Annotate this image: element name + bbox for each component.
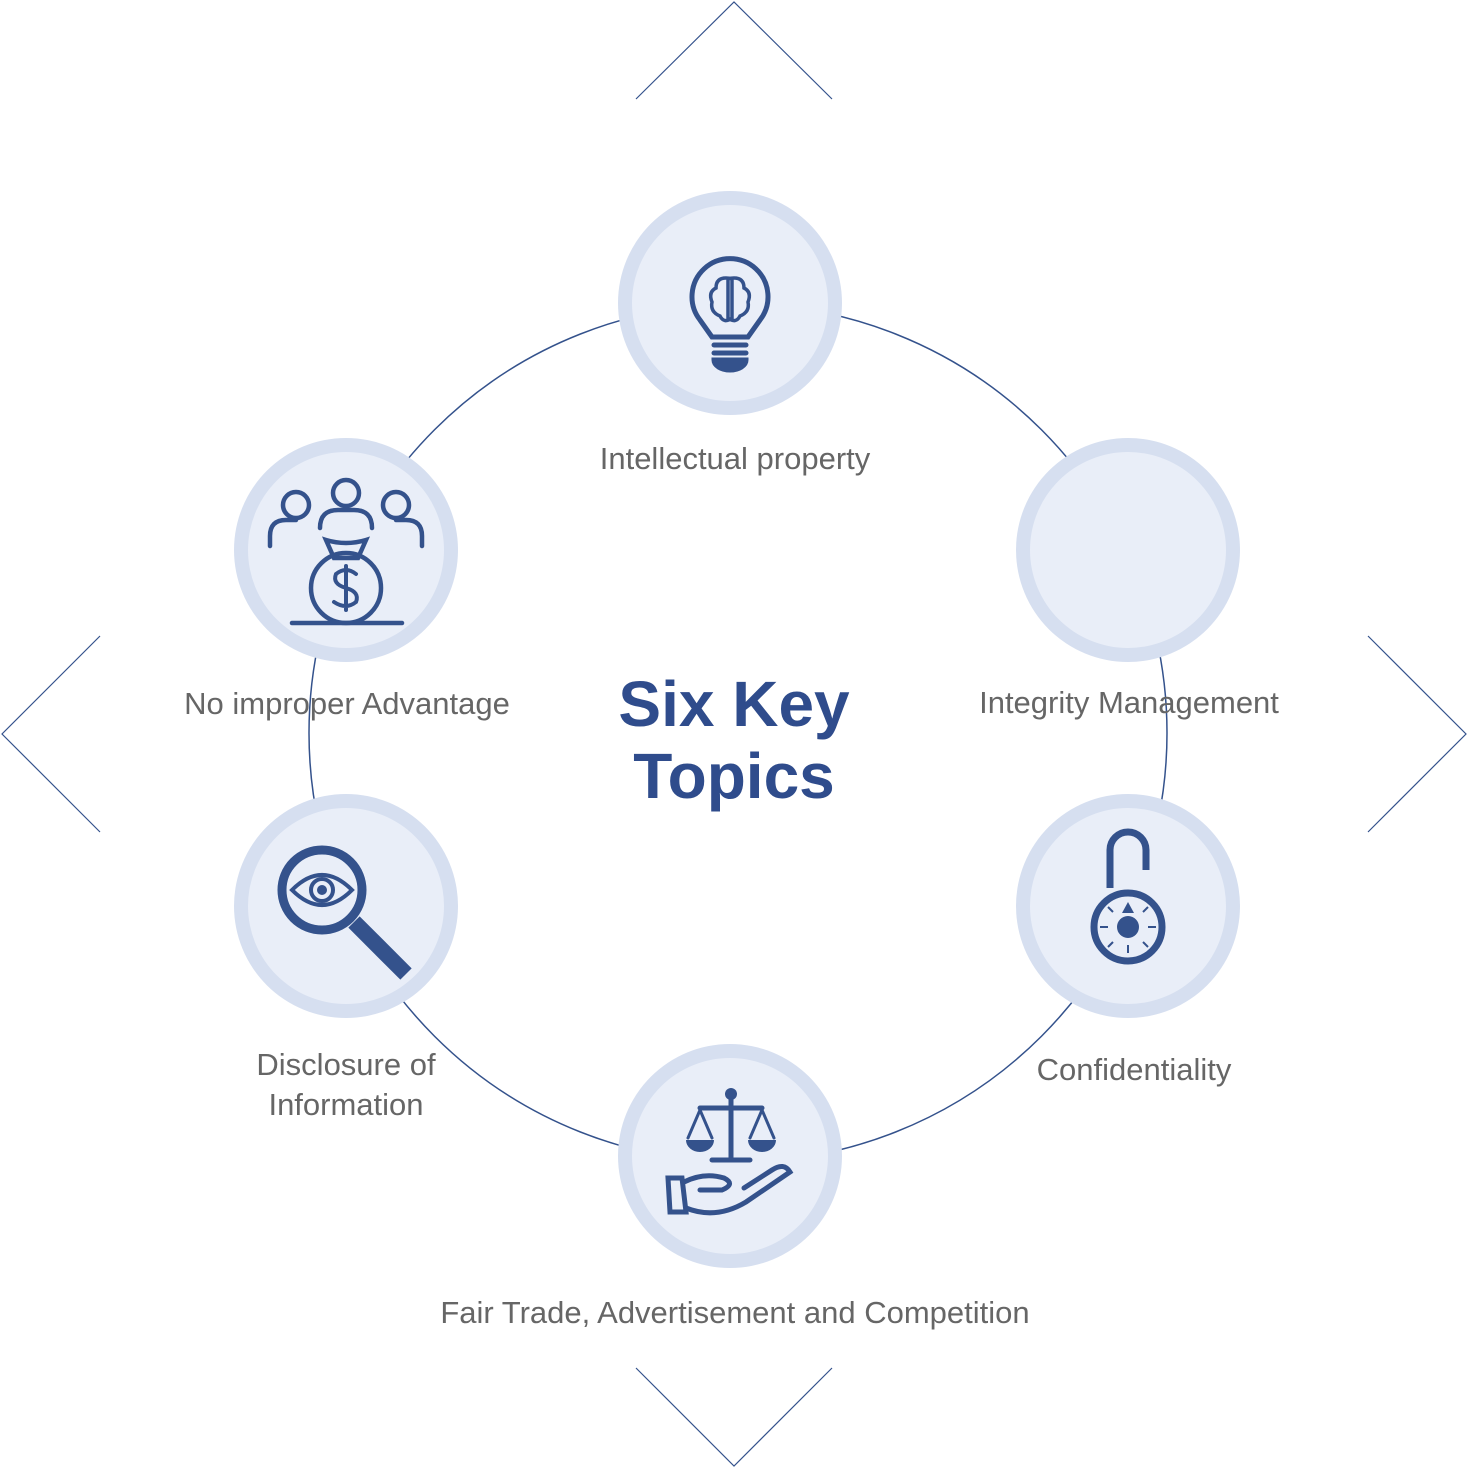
topic-node-integrity-management (1016, 438, 1240, 662)
combination-lock-icon (1090, 828, 1166, 965)
label-integrity-management: Integrity Management (979, 685, 1279, 720)
chevron-left (1, 635, 101, 833)
label-fair-trade: Fair Trade, Advertisement and Competitio… (440, 1295, 1030, 1330)
topic-node-disclosure (234, 794, 458, 1018)
lightbulb-brain-icon (689, 256, 771, 373)
label-intellectual-property: Intellectual property (599, 441, 871, 476)
topic-node-no-improper-advantage (234, 438, 458, 662)
chevron-bottom (635, 1367, 833, 1467)
label-confidentiality: Confidentiality (1036, 1052, 1232, 1087)
topic-node-intellectual-property (618, 191, 842, 415)
title-line-1: Six Key (618, 668, 850, 740)
title-line-2: Topics (633, 740, 835, 812)
people-money-bag-icon (267, 477, 425, 626)
label-disclosure: Disclosure of Information (256, 1045, 435, 1125)
scales-hand-icon (665, 1088, 794, 1216)
page-title: Six Key Topics (618, 668, 849, 812)
label-disclosure-line-1: Disclosure of (256, 1047, 436, 1082)
chevron-top (635, 1, 833, 100)
label-no-improper-advantage: No improper Advantage (184, 686, 510, 721)
chevron-right (1367, 635, 1467, 833)
label-disclosure-line-2: Information (268, 1087, 424, 1122)
magnifier-eye-icon (277, 845, 412, 980)
